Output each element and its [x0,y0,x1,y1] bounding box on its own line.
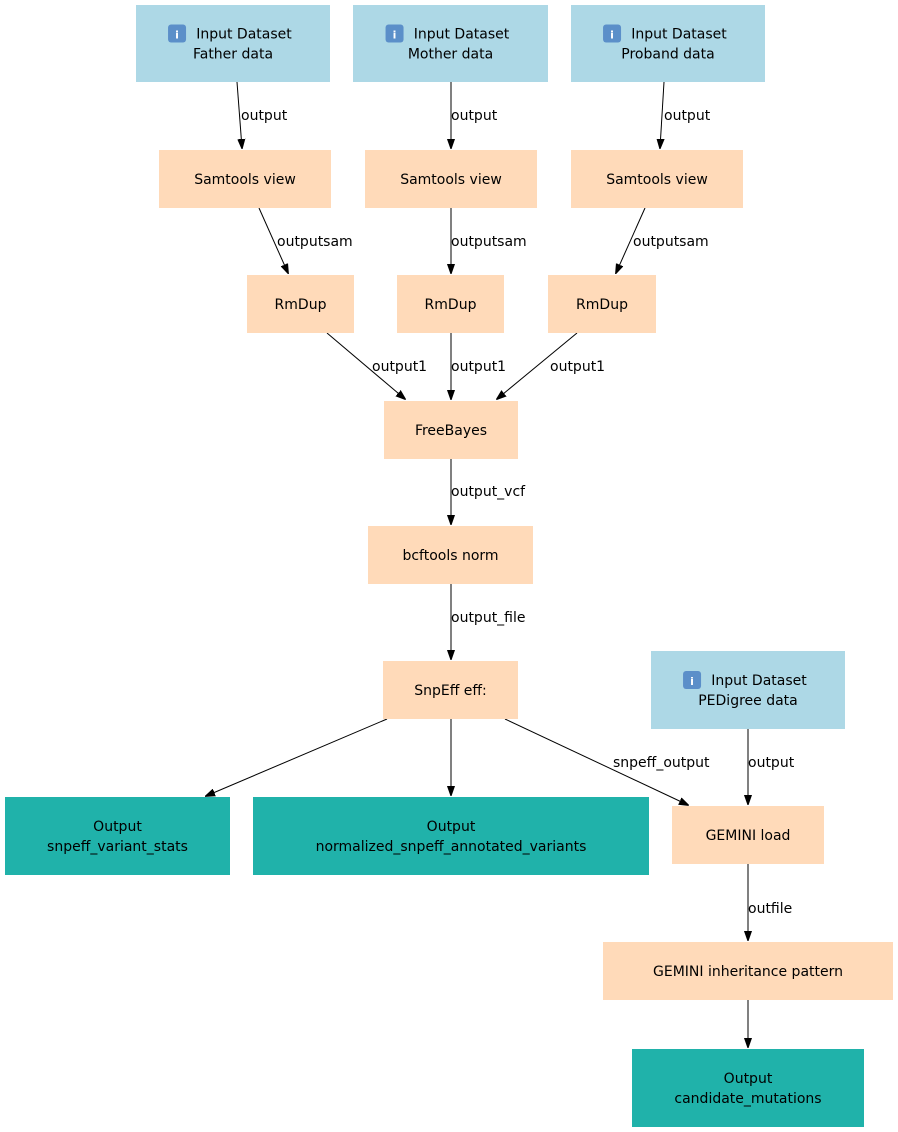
node-gemini-load: GEMINI load [672,806,824,864]
svg-text:i: i [690,675,694,688]
node-label-line: RmDup [576,297,628,313]
tool-node-box [548,275,656,333]
tool-node-box [571,150,743,208]
node-label-line: Father data [193,47,273,63]
edge-label: output [748,755,795,771]
edge-label: output [664,108,711,124]
edge-label: snpeff_output [613,755,710,771]
edge-label: outfile [748,901,792,917]
node-gemini-inherit: GEMINI inheritance pattern [603,942,893,1000]
svg-text:i: i [393,29,397,42]
tool-node-box [365,150,537,208]
node-label-line: Output [93,819,142,835]
tool-node-box [384,401,518,459]
node-label-line: Input Dataset [631,27,727,43]
input-node-box [353,5,548,82]
node-label-line: GEMINI inheritance pattern [653,964,843,980]
svg-text:i: i [610,29,614,42]
info-icon: i [385,24,404,43]
node-label-line: candidate_mutations [674,1091,821,1107]
node-rmdup-3: RmDup [548,275,656,333]
node-freebayes: FreeBayes [384,401,518,459]
node-snpeff: SnpEff eff: [383,661,518,719]
node-label-line: snpeff_variant_stats [47,839,188,855]
tool-node-box [247,275,354,333]
tool-node-box [383,661,518,719]
edge-input-father-to-samtools-1 [236,81,242,148]
node-label-line: normalized_snpeff_annotated_variants [316,839,587,855]
edge-label: outputsam [277,234,353,250]
edge-label: outputsam [451,234,527,250]
node-label-line: Input Dataset [196,27,292,43]
edges-layer [206,81,748,1047]
node-label-line: Samtools view [400,172,502,188]
edge-rmdup-3-to-freebayes [497,332,578,399]
edge-samtools-3-to-rmdup-3 [616,207,646,273]
node-label-line: Output [724,1071,773,1087]
node-out-stats: Output snpeff_variant_stats [5,797,230,875]
info-icon: i [683,671,702,689]
edge-samtools-1-to-rmdup-1 [258,207,288,273]
node-label-line: RmDup [425,297,477,313]
input-node-box [651,651,845,729]
node-label-line: PEDigree data [698,693,798,709]
node-samtools-2: Samtools view [365,150,537,208]
tool-node-box [397,275,504,333]
node-label-line: FreeBayes [415,423,487,439]
edge-label: output1 [372,359,427,375]
node-label-line: Input Dataset [711,673,807,689]
edge-label: output [241,108,288,124]
node-label-line: RmDup [275,297,327,313]
node-label-line: Samtools view [606,172,708,188]
output-node-box [5,797,230,875]
edge-label: output [451,108,498,124]
tool-node-box [672,806,824,864]
node-samtools-3: Samtools view [571,150,743,208]
edge-label: output1 [550,359,605,375]
node-label-line: SnpEff eff: [414,683,487,699]
node-bcftools: bcftools norm [368,526,533,584]
edge-label: output_file [451,610,526,626]
tool-node-box [368,526,533,584]
edge-label: outputsam [633,234,709,250]
input-node-box [136,5,330,82]
node-out-normalized: Output normalized_snpeff_annotated_varian… [253,797,649,875]
edge-label: output1 [451,359,506,375]
node-label-line: bcftools norm [402,548,498,564]
node-out-candidate: Output candidate_mutations [632,1049,864,1127]
edge-snpeff-to-out-stats [206,718,388,796]
edge-input-proband-to-samtools-3 [660,81,664,148]
node-label-line: Samtools view [194,172,296,188]
node-label-line: Mother data [408,47,493,63]
node-rmdup-2: RmDup [397,275,504,333]
edge-labels-layer: output output output outputsam outputsam outp… [241,108,795,917]
node-label-line: GEMINI load [706,828,791,844]
edge-rmdup-1-to-freebayes [326,332,405,399]
output-node-box [632,1049,864,1127]
node-label-line: Output [427,819,476,835]
node-label-line: Proband data [621,47,714,63]
info-icon: i [168,24,187,43]
edge-label: output_vcf [451,484,526,500]
edge-snpeff-to-gemini-load [504,718,688,805]
node-label-line: Input Dataset [414,27,510,43]
info-icon: i [603,24,622,43]
output-node-box [253,797,649,875]
svg-text:i: i [175,29,179,42]
node-rmdup-1: RmDup [247,275,354,333]
tool-node-box [603,942,893,1000]
input-node-box [571,5,765,82]
node-samtools-1: Samtools view [159,150,331,208]
tool-node-box [159,150,331,208]
